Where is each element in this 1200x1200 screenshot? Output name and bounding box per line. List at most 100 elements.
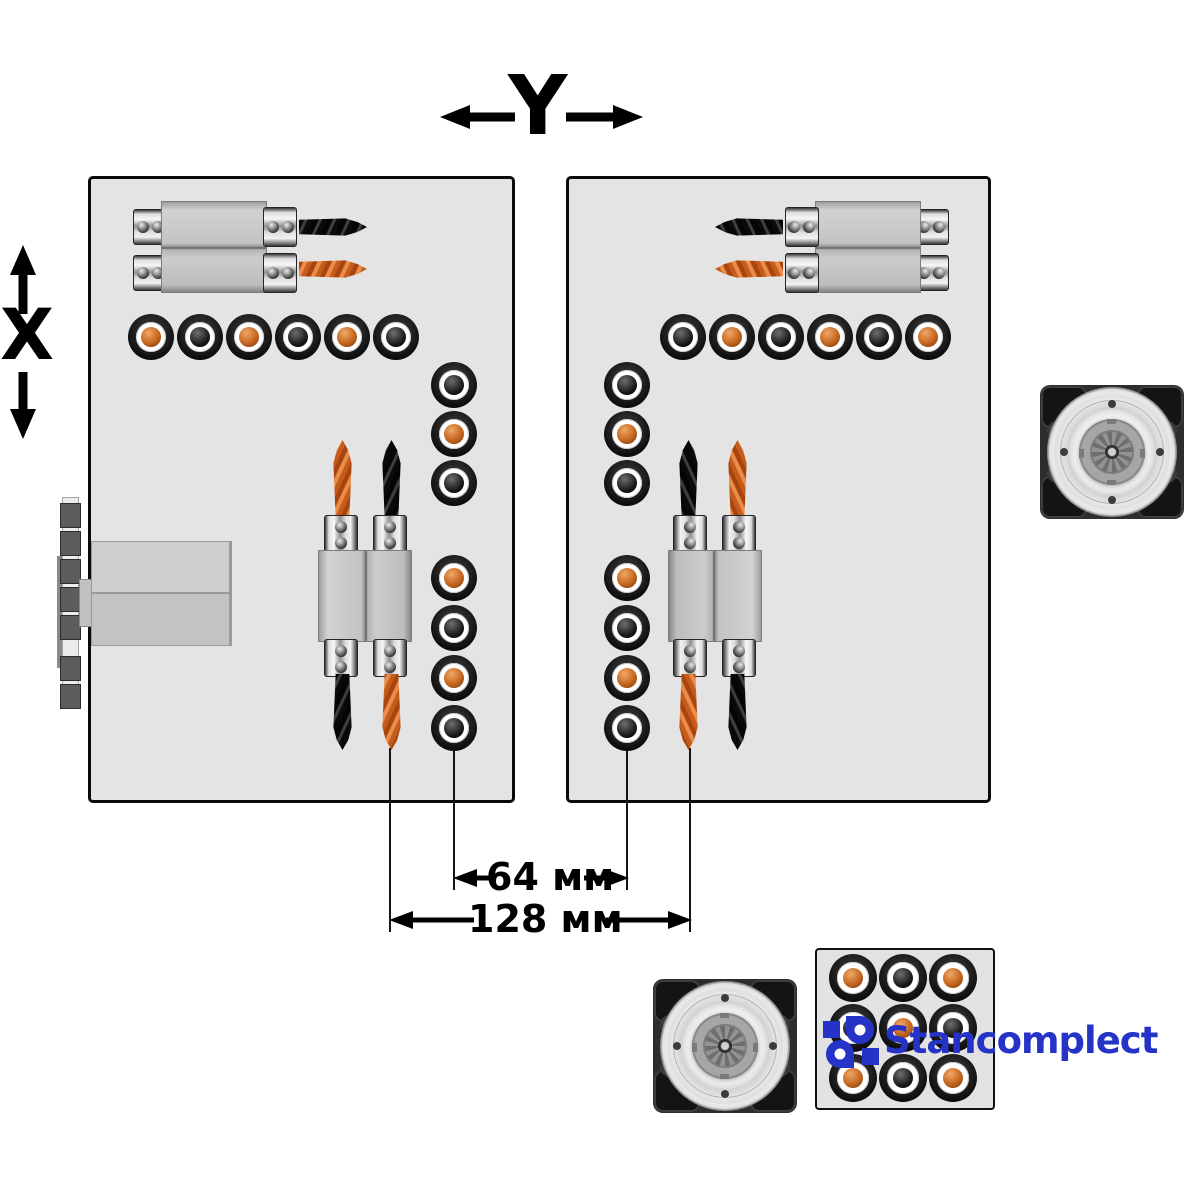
feed-unit-lower [91,593,232,646]
socket-ring [937,1012,969,1044]
hub-spline [1090,430,1134,474]
hub-notch [692,1043,697,1052]
hub-center-hole [1105,445,1119,459]
socket-ring [185,322,215,352]
socket-core [617,424,637,444]
hub-notch [1140,449,1145,458]
drill-socket-black [604,362,650,408]
horizontal-drill-unit-left [133,197,367,297]
socket-core [617,668,637,688]
rail-block [60,531,81,556]
extension-line-right-outer [689,748,691,932]
drill-socket-black [604,705,650,751]
hub-notch [720,1013,729,1018]
flange-dot [1156,448,1164,456]
socket-ring [887,1012,919,1044]
drill-socket-orange [431,655,477,701]
spindle-body [161,201,267,293]
collet-chuck [373,515,407,553]
hub-notch [1107,419,1116,424]
socket-ring [439,663,469,693]
socket-core [617,718,637,738]
collet-chuck [673,639,707,677]
socket-ring [612,613,642,643]
spindle-flange-unit-right [1040,385,1184,519]
socket-ring [612,468,642,498]
rail-block [60,684,81,709]
socket-ring [937,1062,969,1094]
drill-socket-orange [807,314,853,360]
drill-socket-black [856,314,902,360]
drill-socket-black [879,1054,927,1102]
collet-chuck [263,253,297,293]
drill-socket-orange [324,314,370,360]
socket-core [444,424,464,444]
drill-socket-orange [128,314,174,360]
drill-bit-black [299,218,367,236]
collet-chuck [373,639,407,677]
drill-socket-orange [604,411,650,457]
drill-socket-black [660,314,706,360]
flange-hub [1079,419,1145,485]
dim-64-arrow-right-icon [584,868,629,888]
drill-socket-orange [226,314,272,360]
flange-dot [769,1042,777,1050]
hub-notch [1107,480,1116,485]
collet-chuck [324,639,358,677]
socket-ring [234,322,264,352]
socket-core [892,1067,914,1089]
socket-core [771,327,791,347]
socket-ring [136,322,166,352]
y-axis-arrow-left-icon [440,105,515,129]
feed-unit-upper [91,541,232,593]
socket-core [617,473,637,493]
spindle-body [318,550,412,642]
dimension-64-label: 64 мм [486,855,615,899]
flange-disc [661,982,789,1110]
drill-socket-black [275,314,321,360]
hub-spline [703,1024,747,1068]
extension-line-right-inner [626,750,628,890]
collet-chuck [785,253,819,293]
socket-core [617,375,637,395]
y-axis-arrow-right-icon [566,105,643,129]
flange-dot [1108,400,1116,408]
socket-ring [381,322,411,352]
socket-ring [815,322,845,352]
drill-socket-black [758,314,804,360]
drill-bit-black [728,674,747,750]
drill-socket-black [604,460,650,506]
socket-ring [439,419,469,449]
drill-socket-orange [431,411,477,457]
drill-socket-black [431,705,477,751]
socket-ring [913,322,943,352]
socket-ring [439,370,469,400]
collet-chuck [263,207,297,247]
drill-bit-orange [679,674,698,750]
socket-ring [864,322,894,352]
socket-core [444,618,464,638]
collet-chuck [324,515,358,553]
drill-socket-black [929,1004,977,1052]
collet-chuck [917,209,949,245]
x-axis-label: X [0,294,54,376]
dim-128-arrow-right-icon [606,910,692,930]
drill-socket-black [373,314,419,360]
socket-ring [612,370,642,400]
socket-core [190,327,210,347]
drill-socket-orange [905,314,951,360]
socket-core [869,327,889,347]
socket-ring [766,322,796,352]
socket-ring [332,322,362,352]
socket-ring [439,613,469,643]
socket-ring [439,713,469,743]
socket-core [673,327,693,347]
socket-ring [612,419,642,449]
spindle-flange-unit-bottom [653,979,797,1113]
vertical-drill-unit-right [667,440,763,752]
flange-disc [1048,388,1176,516]
socket-ring [612,563,642,593]
socket-core [842,1067,864,1089]
horizontal-drill-unit-right [715,197,949,297]
x-axis-arrow-down-icon [9,372,37,439]
